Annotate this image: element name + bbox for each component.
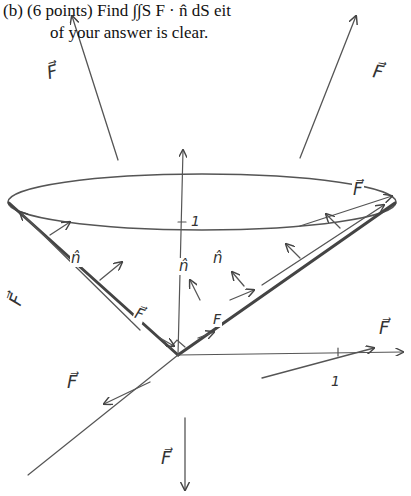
field-arrow: [160, 338, 174, 346]
axis-number: 1: [190, 214, 201, 229]
normal-arrow: [190, 280, 200, 300]
field-arrow: [198, 332, 214, 338]
vector-label: F⃗: [131, 305, 147, 324]
vector-label: F⃗: [378, 318, 390, 338]
vector-label: F⃗: [66, 372, 78, 392]
right-angle-mark: [170, 340, 185, 348]
normal-arrow: [326, 214, 340, 228]
normal-label: n̂: [212, 250, 224, 267]
field-arrow: [230, 290, 254, 300]
vector-label: F⃗: [370, 61, 386, 83]
normal-arrow: [100, 262, 122, 280]
y-axis: [28, 355, 178, 475]
normal-arrow: [50, 222, 70, 235]
question-text: (b) (6 points) Find ∫∫S F · n̂ dS eit: [3, 2, 231, 21]
vector-label: F⃗: [5, 291, 28, 309]
axis-number: 1: [330, 374, 341, 389]
normal-label: n̂: [70, 250, 82, 267]
vector-label: F⃗: [160, 448, 172, 468]
tick: [178, 221, 186, 222]
vector-label: F⃗: [44, 61, 61, 83]
normal-arrow: [286, 244, 300, 258]
normal-label: n̂: [178, 258, 190, 275]
field-arrow: [262, 348, 374, 378]
question-text: of your answer is clear.: [50, 24, 208, 43]
vector-label: F: [212, 312, 222, 327]
tick: [337, 348, 338, 356]
field-arrow: [300, 16, 356, 158]
field-arrow: [104, 382, 150, 404]
z-axis: [178, 150, 183, 355]
field-arrow: [300, 196, 392, 226]
vector-label: F⃗: [352, 180, 364, 199]
cone-rim: [8, 174, 396, 230]
field-arrow: [20, 212, 140, 330]
cone-side: [9, 203, 178, 355]
normal-arrow: [232, 272, 244, 286]
field-arrow: [184, 418, 185, 490]
cone-side: [178, 203, 395, 355]
x-axis: [178, 352, 403, 355]
field-arrow: [262, 205, 384, 285]
